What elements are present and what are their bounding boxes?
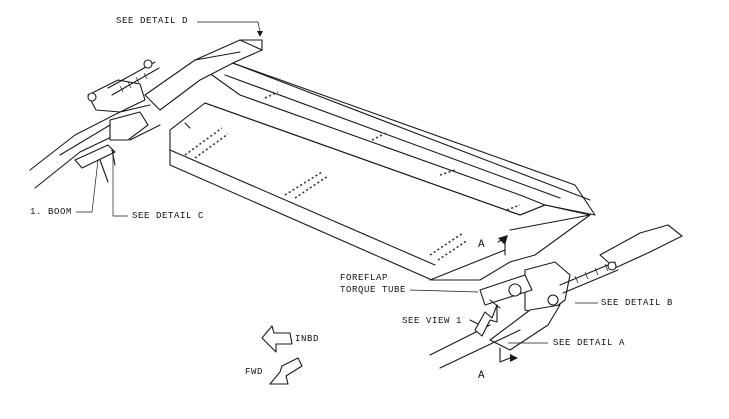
left-boom-mechanism — [29, 59, 161, 189]
label-fwd: FWD — [245, 367, 264, 377]
perforation-pattern — [184, 91, 521, 261]
section-arrow-bottom-icon — [499, 347, 518, 363]
inbd-arrow-icon — [261, 325, 293, 353]
label-see-detail-a: SEE DETAIL A — [553, 338, 626, 348]
upper-fairing — [144, 39, 263, 111]
view-arrow-icon — [474, 304, 498, 337]
label-section-a-bottom: A — [478, 370, 486, 382]
fwd-arrow-icon — [269, 357, 303, 385]
label-see-detail-b: SEE DETAIL B — [601, 298, 674, 308]
label-section-a-top: A — [478, 239, 486, 251]
label-boom: 1. BOOM — [30, 207, 73, 217]
upper-flap-panel — [204, 61, 596, 216]
label-foreflap: FOREFLAP — [340, 273, 389, 283]
label-inbd: INBD — [295, 334, 320, 344]
label-torque-tube: TORQUE TUBE — [340, 285, 407, 295]
label-see-detail-d: SEE DETAIL D — [116, 16, 189, 26]
section-arrow-top-icon — [497, 235, 508, 256]
right-boom-mechanism — [429, 224, 683, 369]
leader-lines — [76, 21, 598, 344]
label-see-detail-c: SEE DETAIL C — [132, 211, 205, 221]
label-see-view-1: SEE VIEW 1 — [402, 316, 463, 326]
foreflap-panel — [169, 102, 591, 281]
